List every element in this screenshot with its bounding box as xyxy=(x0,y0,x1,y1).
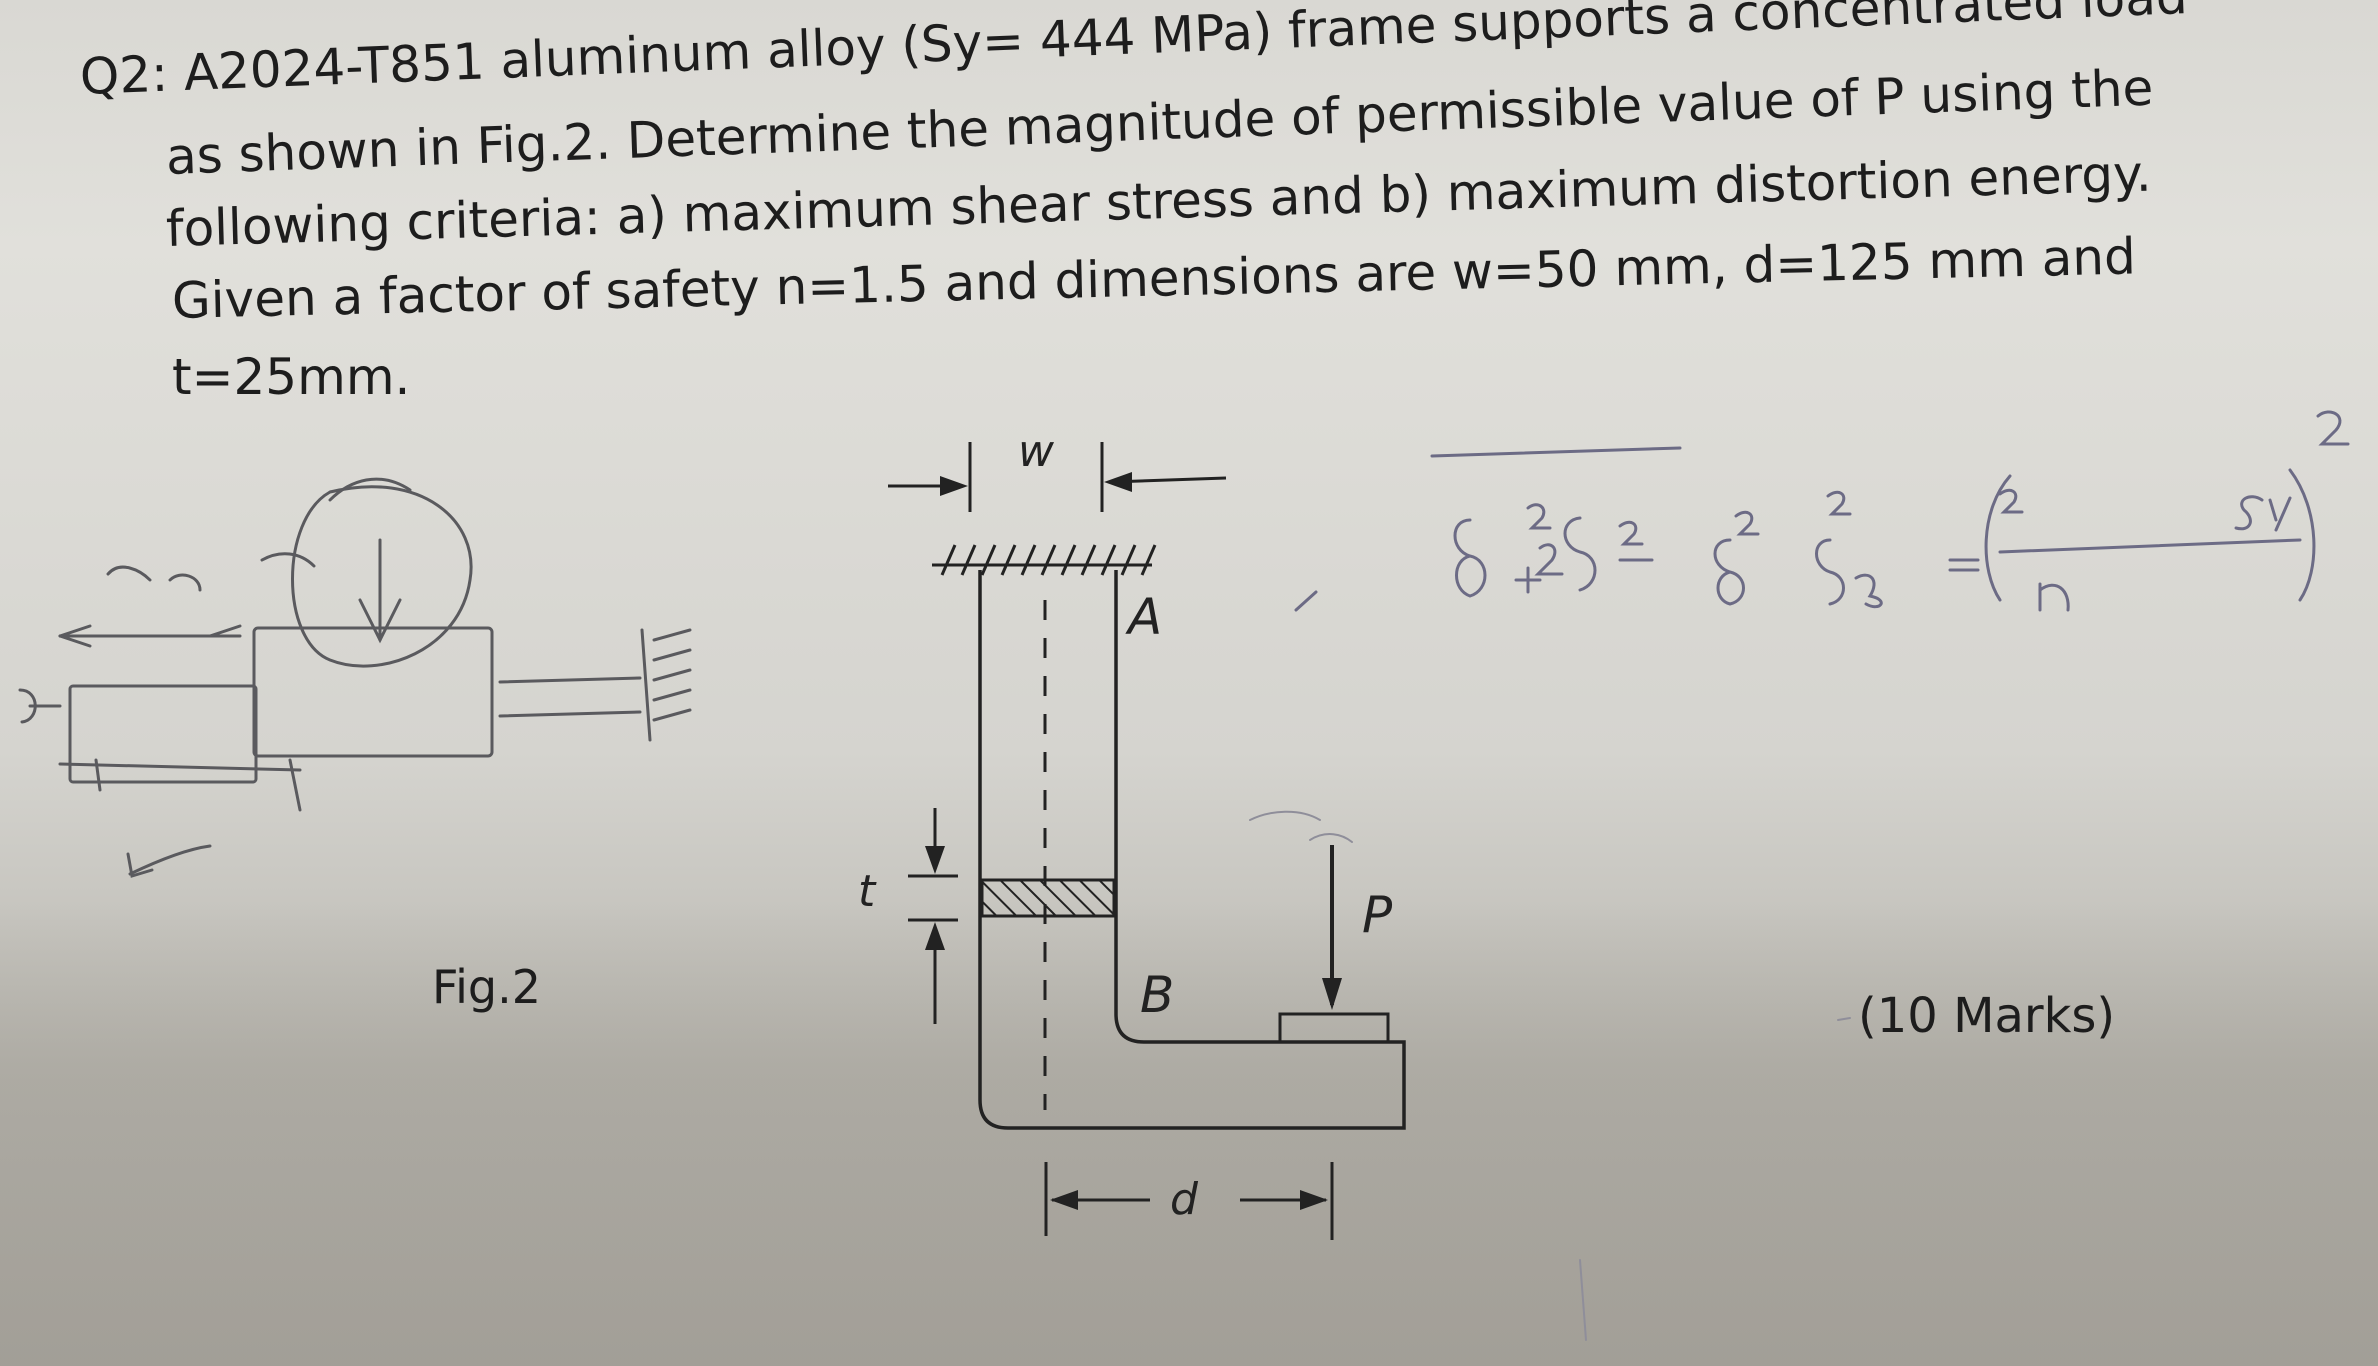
figure-caption: Fig.2 xyxy=(432,960,541,1014)
dimension-d xyxy=(1044,1162,1334,1240)
handwritten-formula xyxy=(1294,410,2350,612)
label-t: t xyxy=(858,866,877,917)
label-P: P xyxy=(1362,886,1393,944)
fixed-support xyxy=(932,544,1157,576)
load-p-arrow xyxy=(1322,845,1342,1010)
hatched-section xyxy=(980,878,1116,918)
question-line-5: t=25mm. xyxy=(172,348,411,406)
frame-outline xyxy=(978,570,1406,1130)
dimension-w xyxy=(888,442,1227,512)
dimension-t xyxy=(908,808,958,1024)
label-d: d xyxy=(1170,1174,1199,1225)
paper-shadow xyxy=(0,900,2378,1366)
label-B: B xyxy=(1140,966,1174,1024)
label-A: A xyxy=(1125,588,1162,646)
marks-label: (10 Marks) xyxy=(1858,988,2116,1044)
pencil-sketch xyxy=(18,477,692,878)
label-w: w xyxy=(1018,426,1055,477)
load-pad xyxy=(1278,1012,1390,1044)
stray-marks xyxy=(1249,810,1851,1341)
